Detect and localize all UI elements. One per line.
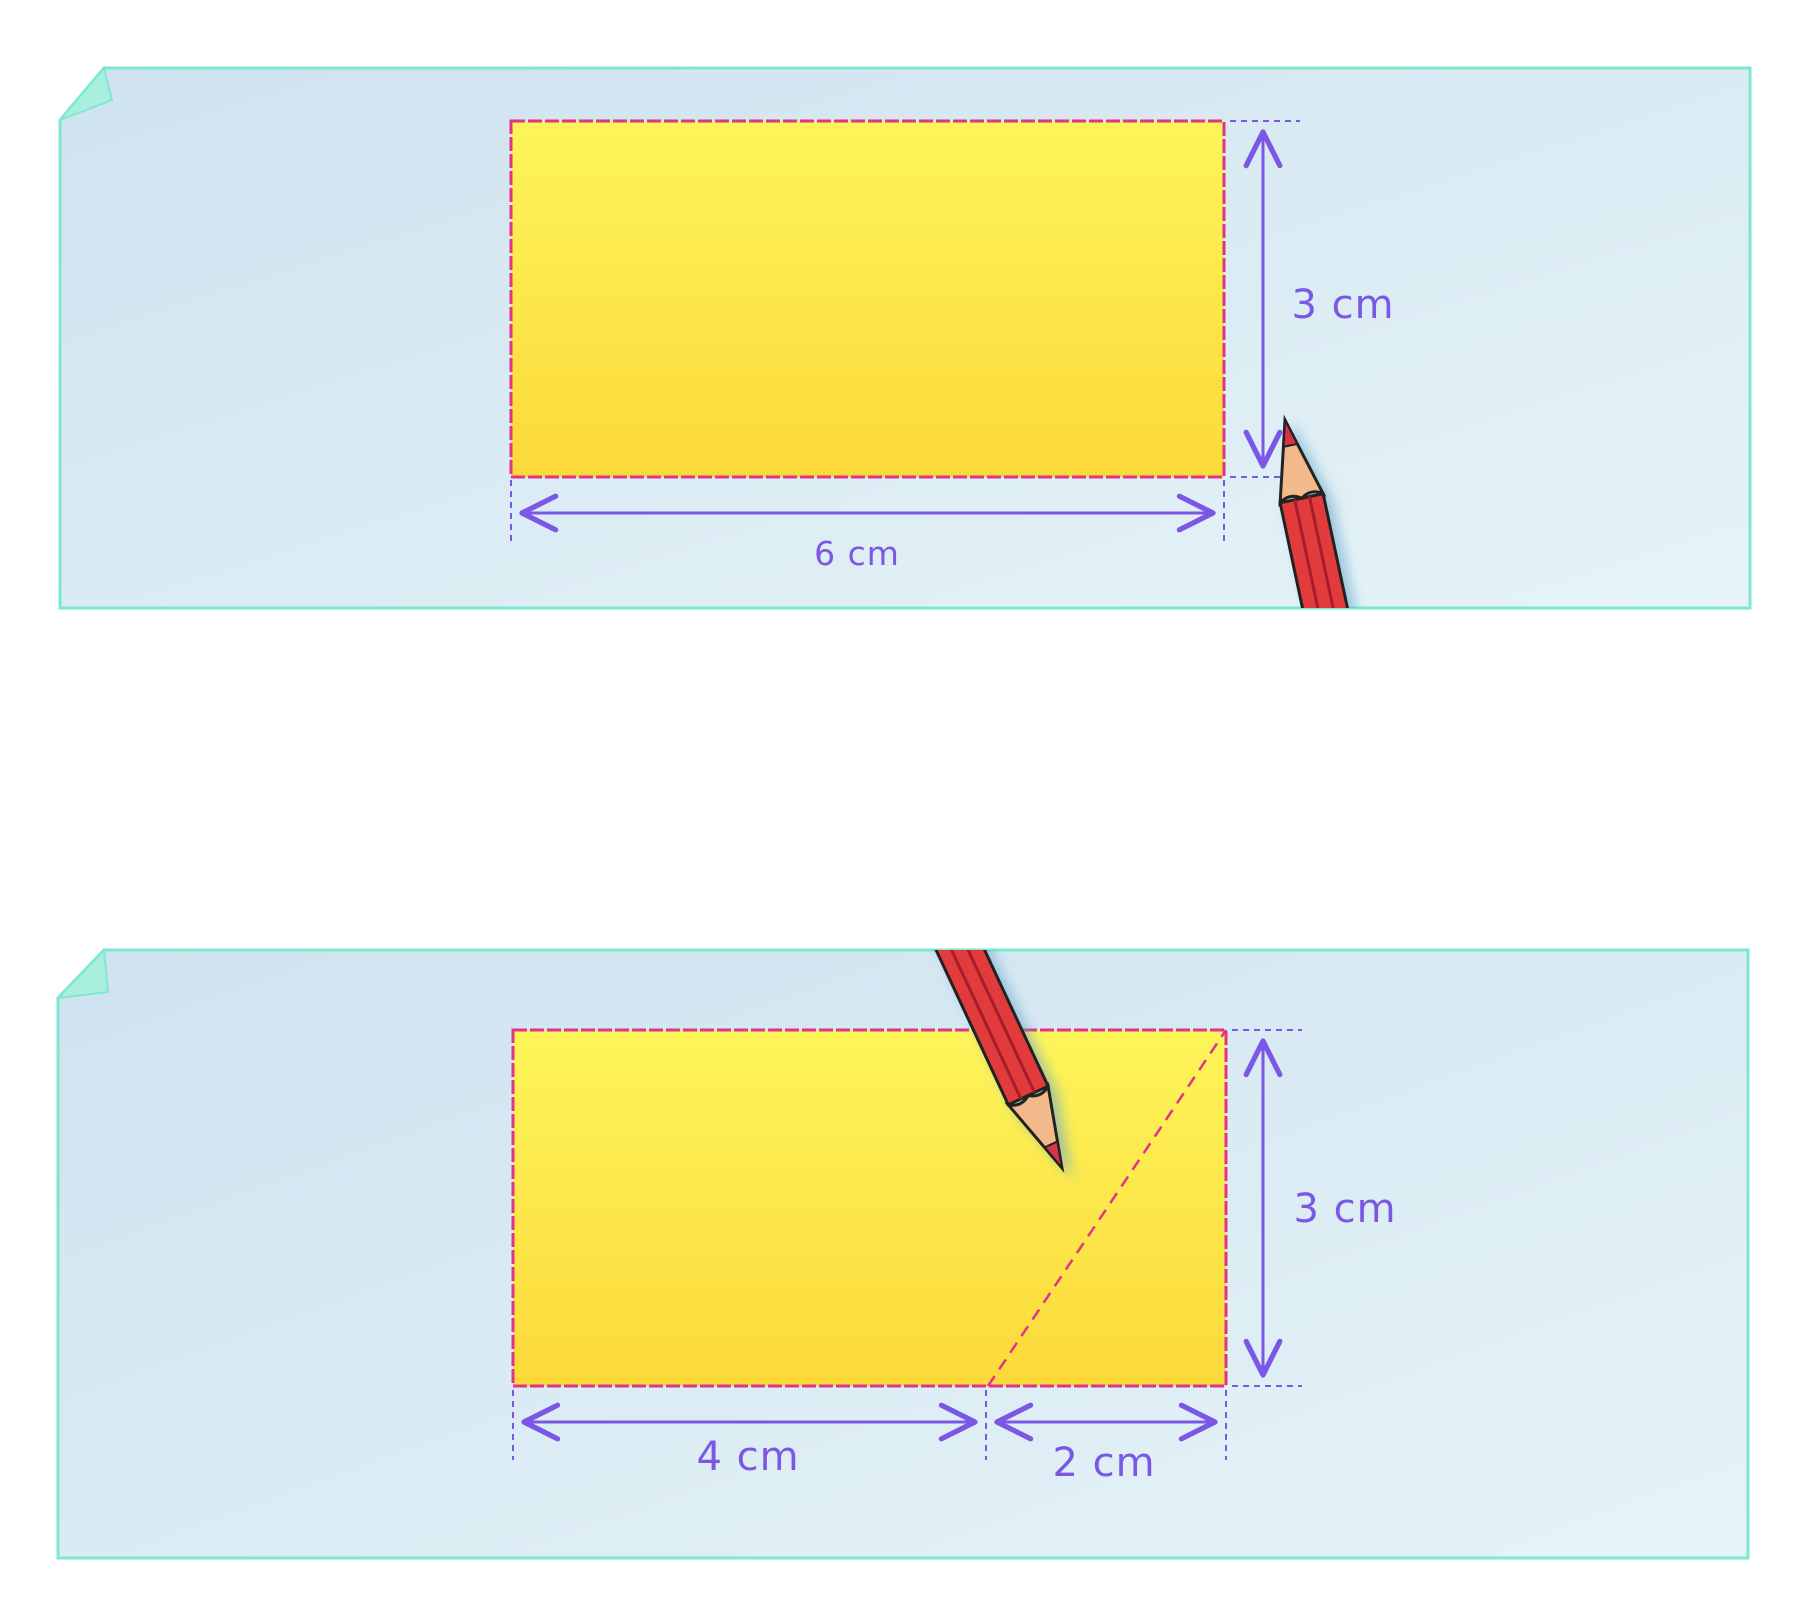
diagonal-cut-line bbox=[986, 1029, 1228, 1387]
top-yellow-rectangle bbox=[509, 119, 1226, 479]
top-width-label: 6 cm bbox=[814, 534, 900, 573]
bottom-yellow-rectangle bbox=[511, 1028, 1228, 1388]
bottom-width-dimension bbox=[512, 1390, 1227, 1460]
top-paper-corner-fold bbox=[59, 65, 114, 121]
top-pencil-icon bbox=[1278, 414, 1363, 608]
top-height-label: 3 cm bbox=[1291, 282, 1394, 328]
top-panel: 6 cm 3 cm bbox=[58, 65, 1752, 610]
bottom-right-segment-label: 2 cm bbox=[1052, 1440, 1155, 1486]
bottom-height-label: 3 cm bbox=[1293, 1186, 1396, 1232]
bottom-height-dimension bbox=[1232, 1029, 1302, 1387]
bottom-pencil-icon bbox=[913, 950, 1065, 1174]
bottom-panel: 4 cm 2 cm 3 cm bbox=[55, 947, 1750, 1560]
top-width-dimension bbox=[510, 480, 1225, 545]
bottom-paper-corner-fold bbox=[55, 947, 110, 1000]
bottom-left-segment-label: 4 cm bbox=[696, 1434, 799, 1480]
